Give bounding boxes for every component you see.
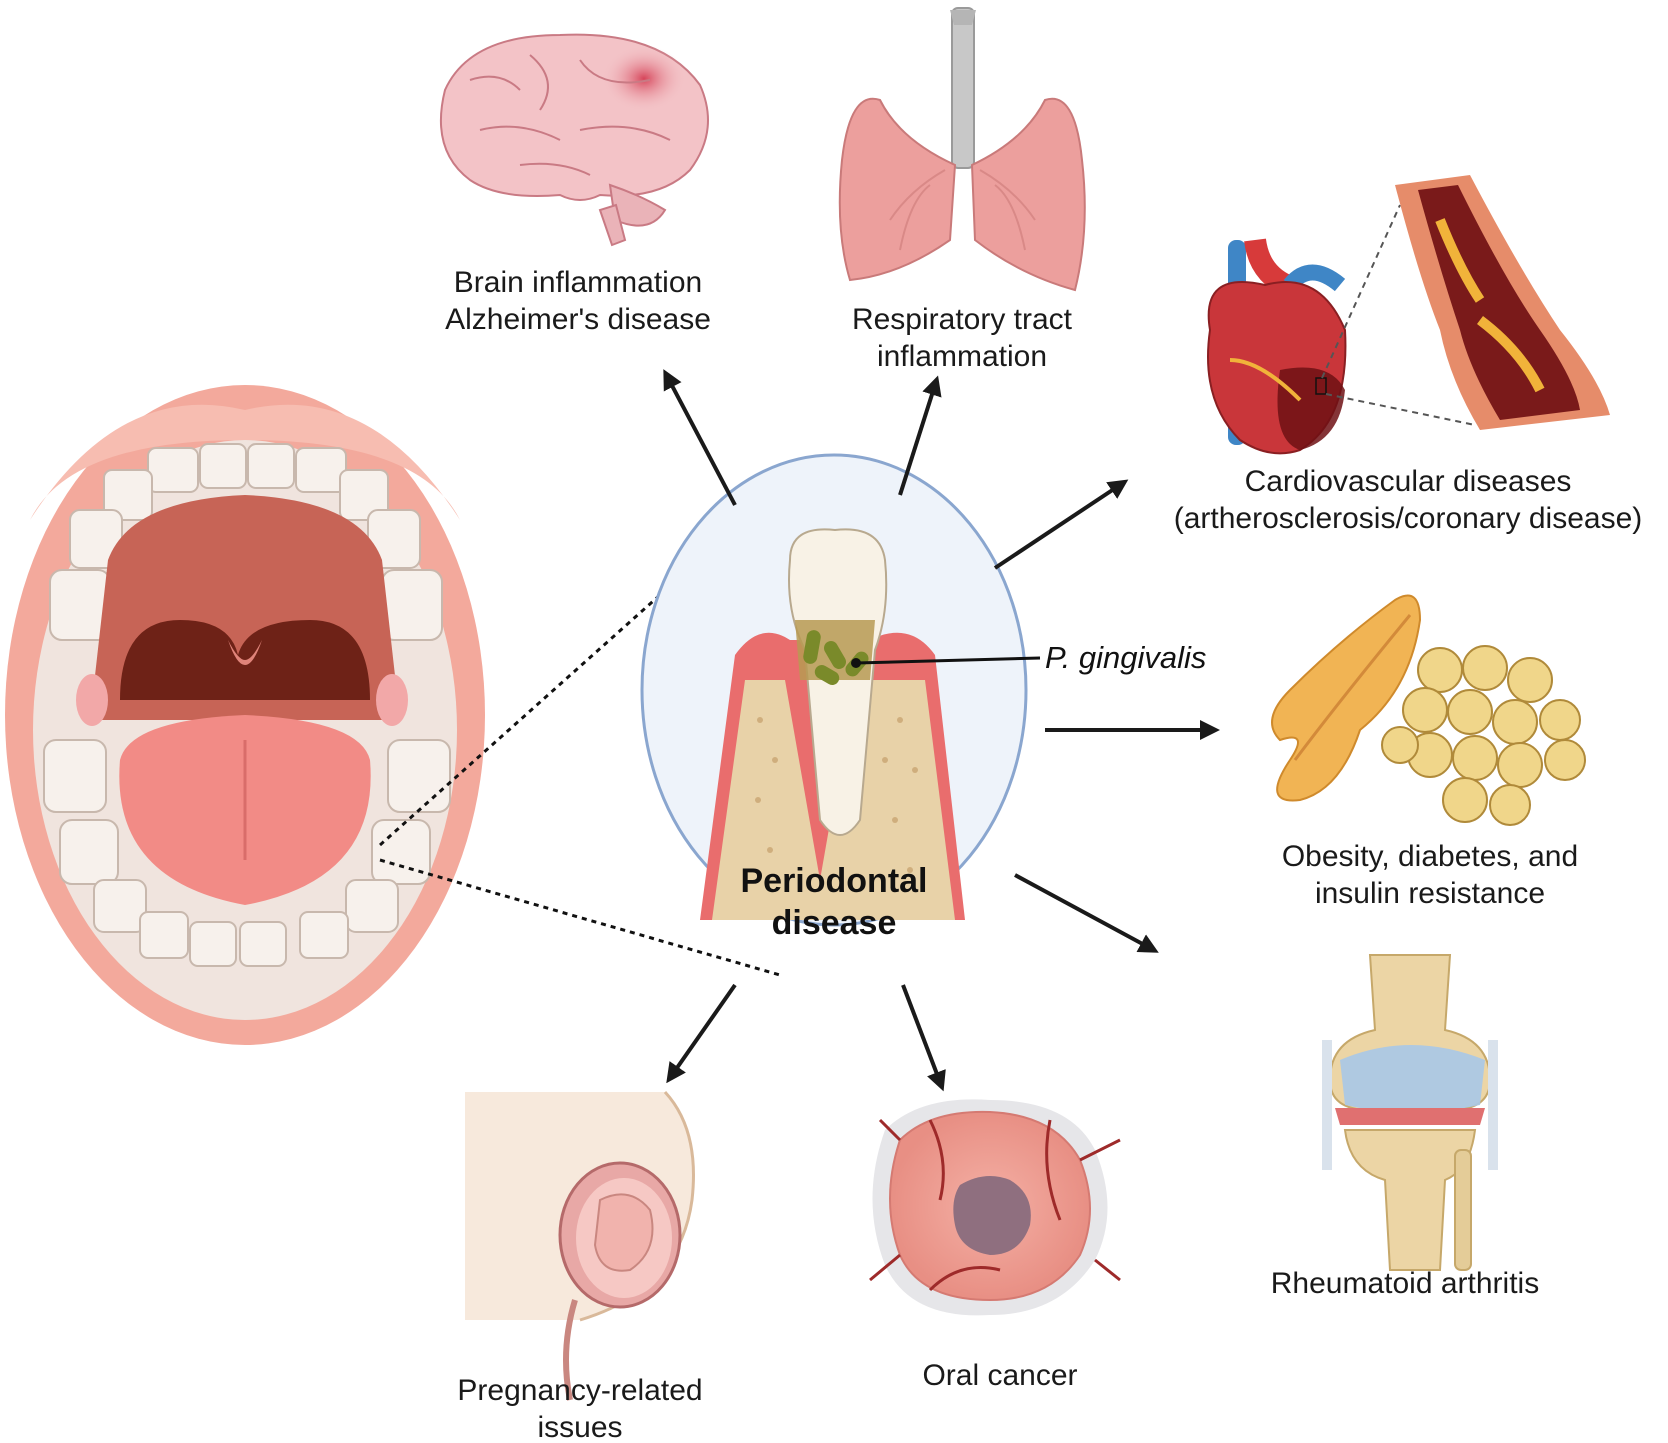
outcome-arrows [663, 369, 1220, 1092]
metabolic-label-line2: insulin resistance [1315, 877, 1545, 910]
pregnancy-label-line2: issues [537, 1411, 622, 1443]
arrow-brain [663, 369, 737, 506]
open-mouth-icon [5, 385, 485, 1045]
metabolic-label-line1: Obesity, diabetes, and [1282, 840, 1578, 873]
arrow-respiratory [898, 375, 942, 496]
knee-joint-icon [1322, 954, 1498, 1271]
center-title-line2: disease [772, 904, 897, 942]
cancer-label: Oral cancer [922, 1359, 1077, 1392]
respiratory-label-line2: inflammation [877, 340, 1047, 373]
center-title-line1: Periodontal [740, 862, 927, 900]
brain-icon [439, 33, 709, 247]
lungs-icon [838, 7, 1086, 292]
arrow-cardio [993, 479, 1129, 570]
tumor-icon [869, 1099, 1121, 1316]
arrow-arthritis [1014, 873, 1159, 953]
respiratory-label-line1: Respiratory tract [852, 303, 1073, 336]
pancreas-fat-icon [1271, 594, 1586, 826]
periodontal-disease-ellipse [640, 453, 1041, 927]
brain-label-line2: Alzheimer's disease [445, 303, 711, 336]
cardio-label-line2: (artherosclerosis/coronary disease) [1174, 502, 1643, 535]
bacteria-label: P. gingivalis [1045, 640, 1206, 675]
arrow-cancer [901, 984, 946, 1092]
brain-label-line1: Brain inflammation [454, 266, 702, 299]
pregnancy-icon [465, 1090, 695, 1401]
artery-plaque-icon [1395, 175, 1610, 430]
arrow-pregnancy [666, 983, 737, 1084]
pregnancy-label-line1: Pregnancy-related [457, 1374, 702, 1407]
arthritis-label: Rheumatoid arthritis [1271, 1267, 1539, 1300]
cardio-label-line1: Cardiovascular diseases [1245, 465, 1572, 498]
heart-icon [1207, 204, 1476, 455]
